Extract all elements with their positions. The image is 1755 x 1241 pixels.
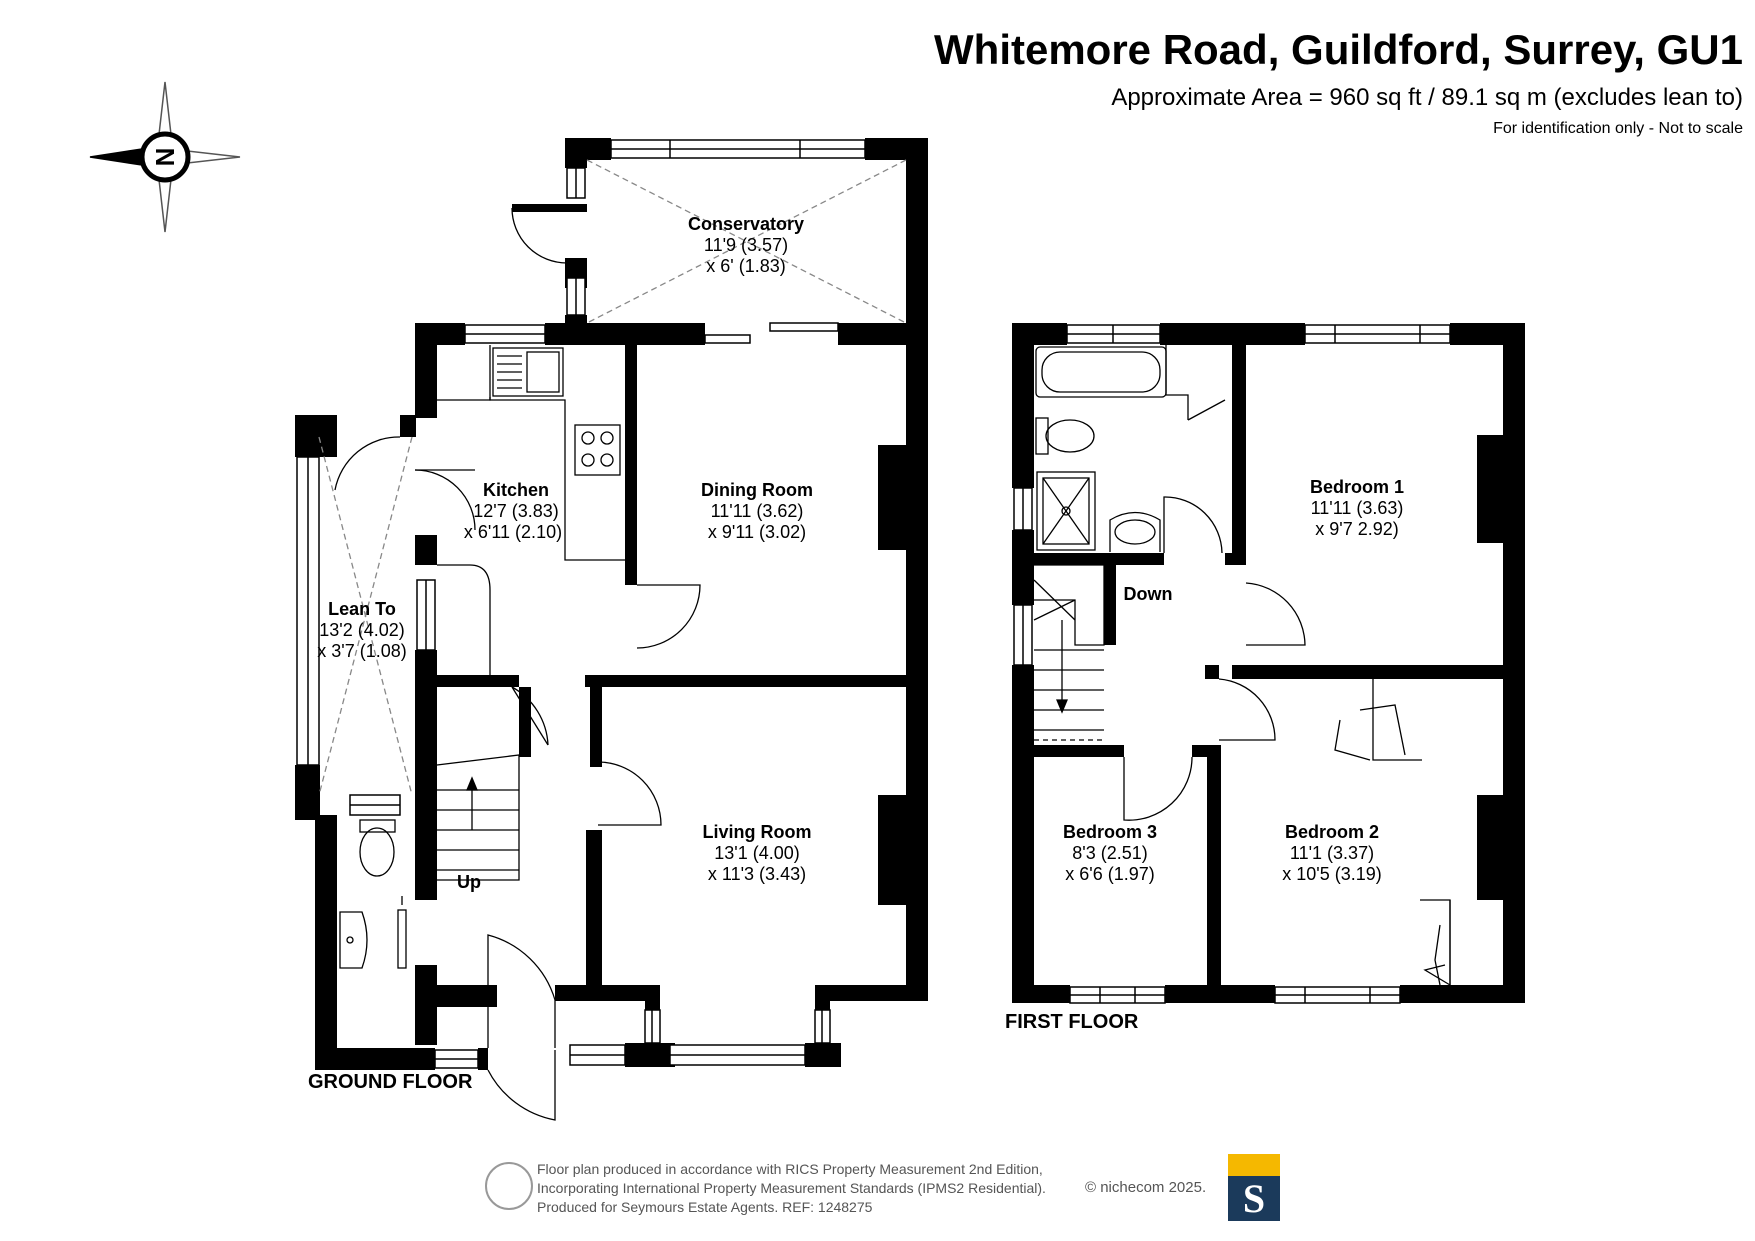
footer-line3: Produced for Seymours Estate Agents. REF… [537, 1199, 873, 1215]
first-floor-windows [1013, 324, 1451, 1004]
bedroom2-label: Bedroom 2 [1285, 822, 1379, 842]
lean-to-dim1: 13'2 (4.02) [319, 620, 405, 640]
living-room-dim1: 13'1 (4.00) [714, 843, 800, 863]
first-floor-fixtures [1033, 345, 1451, 986]
bedroom1-label: Bedroom 1 [1310, 477, 1404, 497]
lean-to-label: Lean To [328, 599, 396, 619]
kitchen-dim1: 12'7 (3.83) [473, 501, 559, 521]
ground-floor-fixtures [318, 159, 907, 1121]
stairs-up-label: Up [457, 872, 481, 892]
footer-notes: Floor plan produced in accordance with R… [537, 1160, 1046, 1217]
bedroom1-dim1: 11'11 (3.63) [1311, 498, 1404, 518]
person-icon [485, 1162, 533, 1210]
bedroom3-dim1: 8'3 (2.51) [1072, 843, 1147, 863]
bedroom2-dim2: x 10'5 (3.19) [1282, 864, 1382, 884]
compass-icon: N [89, 81, 241, 233]
bedroom2-dim1: 11'1 (3.37) [1290, 843, 1374, 863]
kitchen-dim2: x 6'11 (2.10) [464, 522, 562, 542]
floor-plan: N [89, 81, 1525, 1121]
stairs-down-label: Down [1124, 584, 1173, 604]
conservatory-label: Conservatory [688, 214, 804, 234]
lean-to-dim2: x 3'7 (1.08) [317, 641, 406, 661]
copyright: © nichecom 2025. [1085, 1179, 1207, 1196]
dining-room-dim1: 11'11 (3.62) [711, 501, 804, 521]
first-floor-walls [1012, 323, 1525, 1003]
approximate-area: Approximate Area = 960 sq ft / 89.1 sq m… [1111, 84, 1743, 111]
dining-room-label: Dining Room [701, 480, 813, 500]
ground-floor-label: GROUND FLOOR [308, 1071, 473, 1093]
brand-letter: S [1228, 1176, 1280, 1221]
bedroom3-label: Bedroom 3 [1063, 822, 1157, 842]
bedroom1-dim2: x 9'7 2.92) [1315, 519, 1399, 539]
ground-floor-windows [296, 139, 866, 1069]
living-room-label: Living Room [703, 822, 812, 842]
conservatory-dim1: 11'9 (3.57) [704, 235, 788, 255]
conservatory-dim2: x 6' (1.83) [706, 256, 785, 276]
bedroom3-dim2: x 6'6 (1.97) [1065, 864, 1154, 884]
first-floor-label: FIRST FLOOR [1005, 1011, 1139, 1033]
disclaimer: For identification only - Not to scale [1493, 120, 1743, 137]
agent-logo: S [1228, 1154, 1280, 1221]
property-title: Whitemore Road, Guildford, Surrey, GU1 [934, 26, 1743, 73]
compass-letter: N [150, 148, 180, 167]
footer-line1: Floor plan produced in accordance with R… [537, 1161, 1043, 1177]
dining-room-dim2: x 9'11 (3.02) [708, 522, 806, 542]
living-room-dim2: x 11'3 (3.43) [708, 864, 806, 884]
footer-line2: Incorporating International Property Mea… [537, 1180, 1046, 1196]
kitchen-label: Kitchen [483, 480, 549, 500]
